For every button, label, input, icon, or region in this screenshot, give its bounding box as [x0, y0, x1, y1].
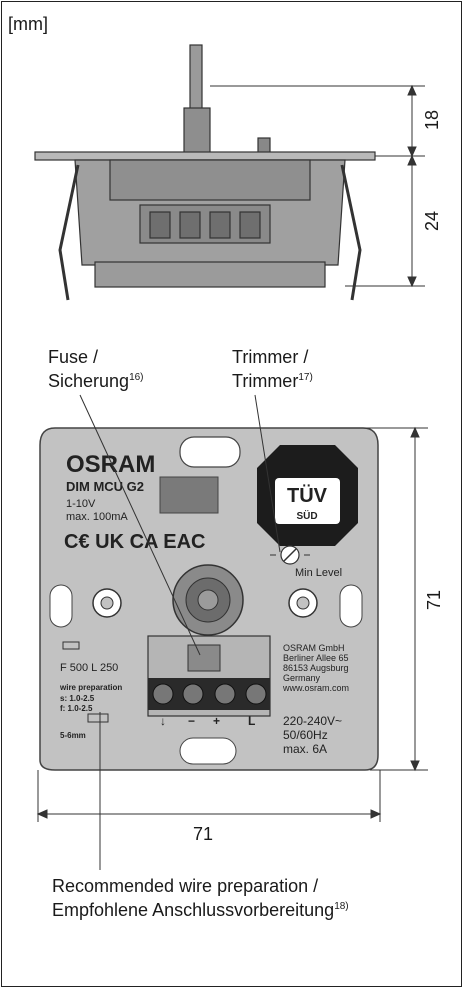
fuse-label-de: Sicherung16) [48, 371, 144, 391]
fuse-note: 16) [129, 372, 143, 383]
terminal-mark-3: + [213, 714, 220, 728]
wire-note: 18) [334, 901, 348, 912]
rating-frequency: 50/60Hz [283, 728, 328, 742]
label-window [159, 476, 219, 514]
wire-label-de: Empfohlene Anschlussvorbereitung18) [52, 900, 349, 920]
strip-length: 5-6mm [60, 731, 86, 740]
right-clip [340, 164, 362, 301]
unit-label: [mm] [8, 14, 48, 34]
tuv-sub: SÜD [296, 509, 317, 522]
terminal-mark-2: − [188, 714, 195, 728]
right-slot [339, 584, 363, 628]
mfr-line-3: 86153 Augsburg [283, 663, 349, 673]
mfr-line-2: Berliner Allee 65 [283, 653, 349, 663]
trimmer: Min Level [270, 545, 342, 579]
bottom-slot [179, 737, 237, 765]
tuv-text: TÜV [287, 484, 328, 507]
left-slot [49, 584, 73, 628]
mfr-line-5: www.osram.com [282, 683, 349, 693]
fuse-rating: F 500 L 250 [60, 662, 118, 674]
wire-prep-flex: f: 1.0-2.5 [60, 704, 93, 713]
cert-marks: C€ UK CA EAC [64, 531, 206, 553]
left-clip [58, 164, 80, 301]
shaft-collar [183, 107, 211, 154]
dim-knob-height: 18 [422, 110, 442, 130]
fuse-holder [187, 644, 221, 672]
rating-voltage: 220-240V~ [283, 714, 342, 728]
mfr-line-1: OSRAM GmbH [283, 643, 345, 653]
tuv-badge: TÜV SÜD [257, 445, 358, 546]
leader-lines [79, 394, 281, 870]
body-lower [94, 261, 326, 288]
front-dimensions [36, 426, 428, 822]
trimmer-label-de: Trimmer17) [232, 371, 313, 391]
wire-prep-solid: s: 1.0-2.5 [60, 694, 95, 703]
wire-label-en: Recommended wire preparation / [52, 876, 318, 896]
brand: OSRAM [66, 451, 155, 478]
terminal-mark-1: ↓ [160, 714, 166, 728]
fuse-label-en: Fuse / [48, 347, 98, 367]
wire-prep-title: wire preparation [59, 683, 122, 692]
control-current: max. 100mA [66, 511, 128, 523]
strip-gauge [87, 713, 109, 723]
trimmer-note: 17) [298, 372, 312, 383]
trimmer-label-en: Trimmer / [232, 347, 308, 367]
dim-plate-width: 71 [193, 824, 213, 844]
control-type: 1-10V [66, 498, 96, 510]
front-view: TÜV SÜD OSRAM DIM MCU G2 1-10V max. 100m… [39, 427, 379, 771]
dim-body-depth: 24 [422, 211, 442, 231]
fuse-symbol [62, 641, 80, 650]
rating-current: max. 6A [283, 742, 327, 756]
terminal-mark-4: L [248, 714, 255, 728]
model: DIM MCU G2 [66, 479, 144, 494]
top-slot [179, 436, 241, 468]
shaft [189, 44, 203, 111]
side-dimensions [210, 84, 425, 288]
mounting-plate [34, 151, 376, 161]
min-level-text: Min Level [295, 567, 342, 579]
body-upper [109, 159, 311, 201]
dim-plate-height: 71 [424, 590, 444, 610]
side-view [34, 44, 376, 301]
mfr-line-4: Germany [283, 673, 321, 683]
